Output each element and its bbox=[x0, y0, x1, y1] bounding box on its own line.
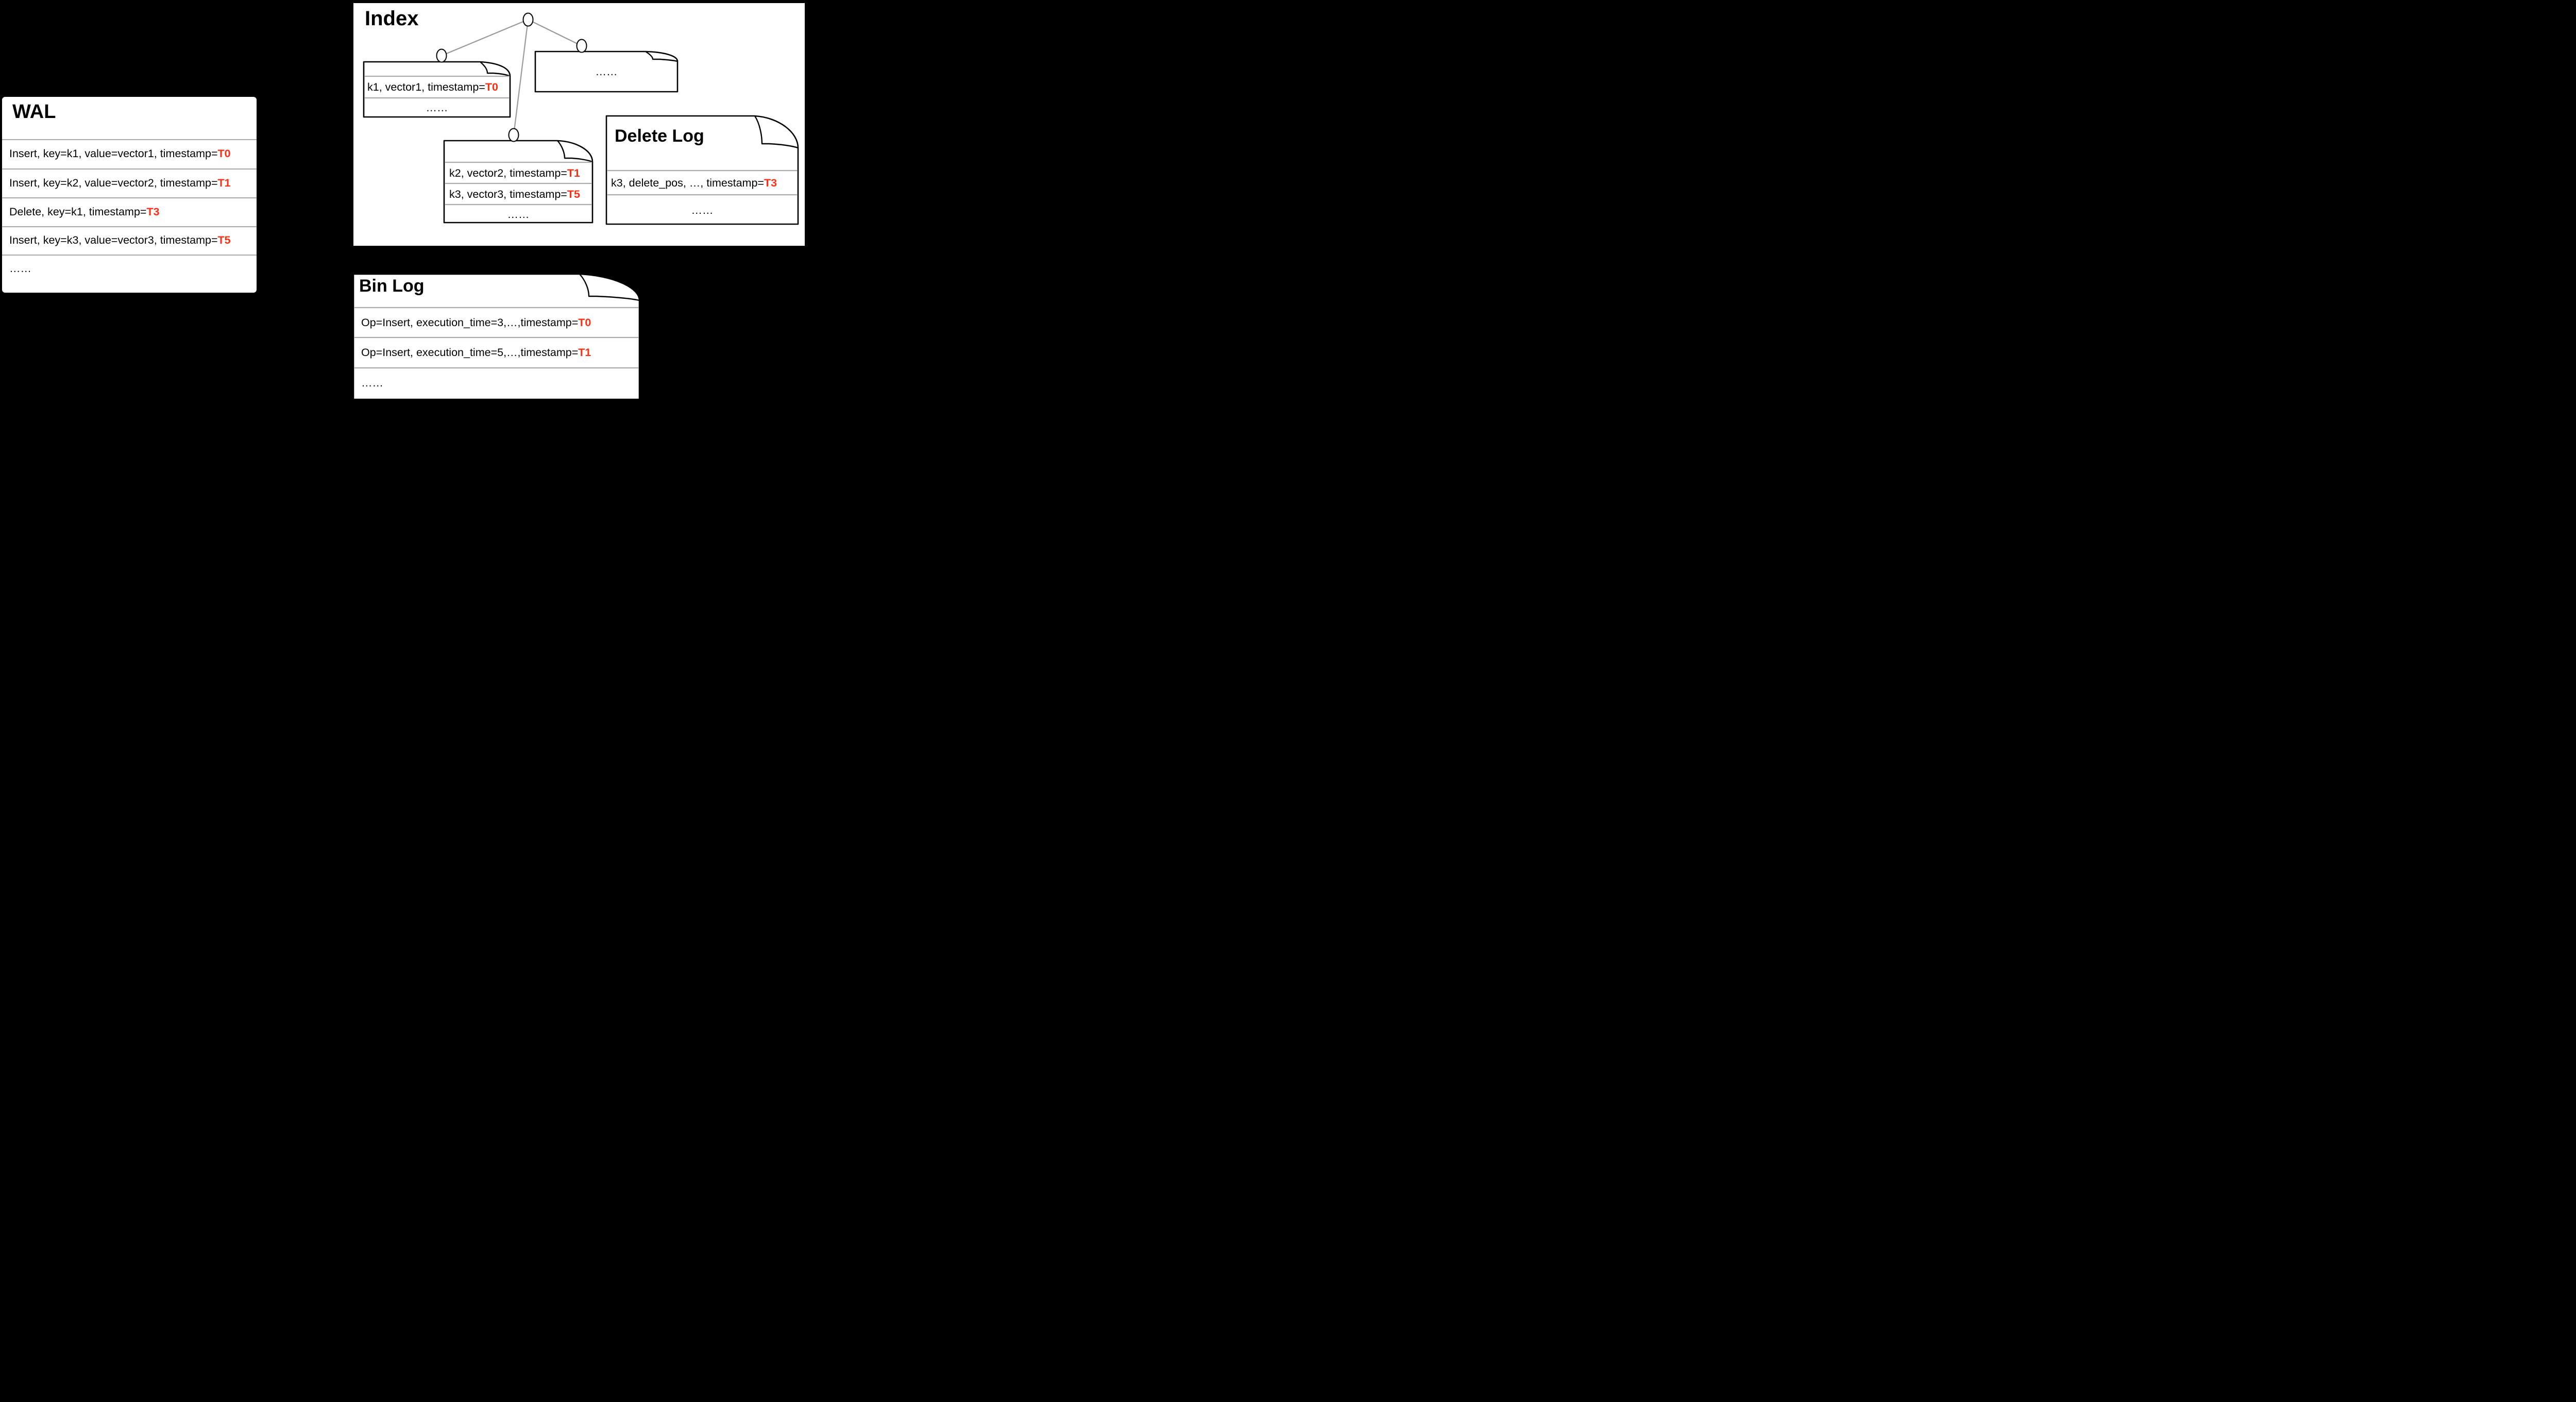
index-segment-doc-left: k1, vector1, timestamp=T0 …… bbox=[363, 61, 511, 118]
page-curl-icon bbox=[557, 140, 593, 163]
bin-log-ellipsis-row: …… bbox=[361, 377, 383, 389]
wal-divider bbox=[2, 139, 257, 140]
wal-row-text: Insert, key=k2, value=vector2, timestamp… bbox=[9, 177, 218, 189]
wal-title: WAL bbox=[12, 101, 56, 123]
document-shape bbox=[363, 61, 511, 118]
bin-log-doc: Bin Log Op=Insert, execution_time=3,…,ti… bbox=[352, 273, 640, 400]
wal-divider bbox=[2, 226, 257, 227]
delete-log-title: Delete Log bbox=[615, 126, 704, 146]
segment-row-timestamp: T0 bbox=[485, 81, 498, 93]
wal-divider bbox=[2, 168, 257, 170]
wal-row-timestamp: T0 bbox=[217, 147, 231, 160]
wal-panel: WAL Insert, key=k1, value=vector1, times… bbox=[2, 97, 257, 293]
wal-row-timestamp: T1 bbox=[217, 177, 231, 189]
page-curl-icon bbox=[579, 274, 640, 301]
segment-row: k1, vector1, timestamp=T0 bbox=[367, 79, 498, 95]
wal-row-text: Delete, key=k1, timestamp= bbox=[9, 206, 147, 218]
bin-log-row: Op=Insert, execution_time=3,…,timestamp=… bbox=[361, 315, 591, 330]
wal-row-timestamp: T3 bbox=[146, 206, 160, 218]
segment-row-text: k3, vector3, timestamp= bbox=[449, 188, 567, 200]
diagram-canvas: WAL Insert, key=k1, value=vector1, times… bbox=[0, 0, 808, 402]
delete-log-row-text: k3, delete_pos, …, timestamp= bbox=[611, 177, 764, 189]
wal-divider bbox=[2, 255, 257, 256]
bin-log-row-timestamp: T0 bbox=[578, 316, 591, 329]
wal-divider bbox=[2, 197, 257, 198]
index-segment-doc-middle: k2, vector2, timestamp=T1 k3, vector3, t… bbox=[443, 140, 594, 224]
document-shape bbox=[443, 140, 594, 224]
wal-row: Delete, key=k1, timestamp=T3 bbox=[9, 204, 160, 219]
page-curl-icon bbox=[480, 61, 511, 77]
bin-log-row-text: Op=Insert, execution_time=5,…,timestamp= bbox=[361, 346, 579, 359]
delete-log-row: k3, delete_pos, …, timestamp=T3 bbox=[611, 175, 777, 191]
segment-ellipsis-row: …… bbox=[507, 208, 530, 221]
wal-row: Insert, key=k2, value=vector2, timestamp… bbox=[9, 175, 231, 191]
bin-log-row-text: Op=Insert, execution_time=3,…,timestamp= bbox=[361, 316, 579, 329]
document-shape bbox=[534, 50, 679, 93]
bin-log-row: Op=Insert, execution_time=5,…,timestamp=… bbox=[361, 345, 591, 360]
page-curl-icon bbox=[754, 115, 799, 149]
segment-row: k2, vector2, timestamp=T1 bbox=[449, 165, 580, 181]
wal-row-text: Insert, key=k3, value=vector3, timestamp… bbox=[9, 234, 218, 246]
index-title: Index bbox=[365, 7, 419, 30]
segment-ellipsis-row: …… bbox=[595, 65, 618, 78]
delete-log-ellipsis-row: …… bbox=[691, 204, 714, 216]
bin-log-row-timestamp: T1 bbox=[578, 346, 591, 359]
wal-row-text: Insert, key=k1, value=vector1, timestamp… bbox=[9, 147, 218, 160]
page-curl-icon bbox=[645, 50, 678, 62]
wal-row: Insert, key=k3, value=vector3, timestamp… bbox=[9, 232, 231, 248]
wal-row-timestamp: T5 bbox=[217, 234, 231, 246]
segment-ellipsis-row: …… bbox=[426, 102, 448, 114]
bin-log-title: Bin Log bbox=[359, 276, 425, 296]
segment-row-timestamp: T5 bbox=[567, 188, 580, 200]
segment-row-text: k1, vector1, timestamp= bbox=[367, 81, 485, 93]
wal-row: Insert, key=k1, value=vector1, timestamp… bbox=[9, 146, 231, 161]
segment-row-text: k2, vector2, timestamp= bbox=[449, 167, 567, 179]
delete-log-doc: Delete Log k3, delete_pos, …, timestamp=… bbox=[605, 115, 799, 225]
index-segment-doc-right: …… bbox=[534, 50, 679, 93]
segment-row-timestamp: T1 bbox=[567, 167, 580, 179]
delete-log-row-timestamp: T3 bbox=[764, 177, 777, 189]
segment-row: k3, vector3, timestamp=T5 bbox=[449, 187, 580, 202]
wal-ellipsis-row: …… bbox=[9, 262, 31, 275]
